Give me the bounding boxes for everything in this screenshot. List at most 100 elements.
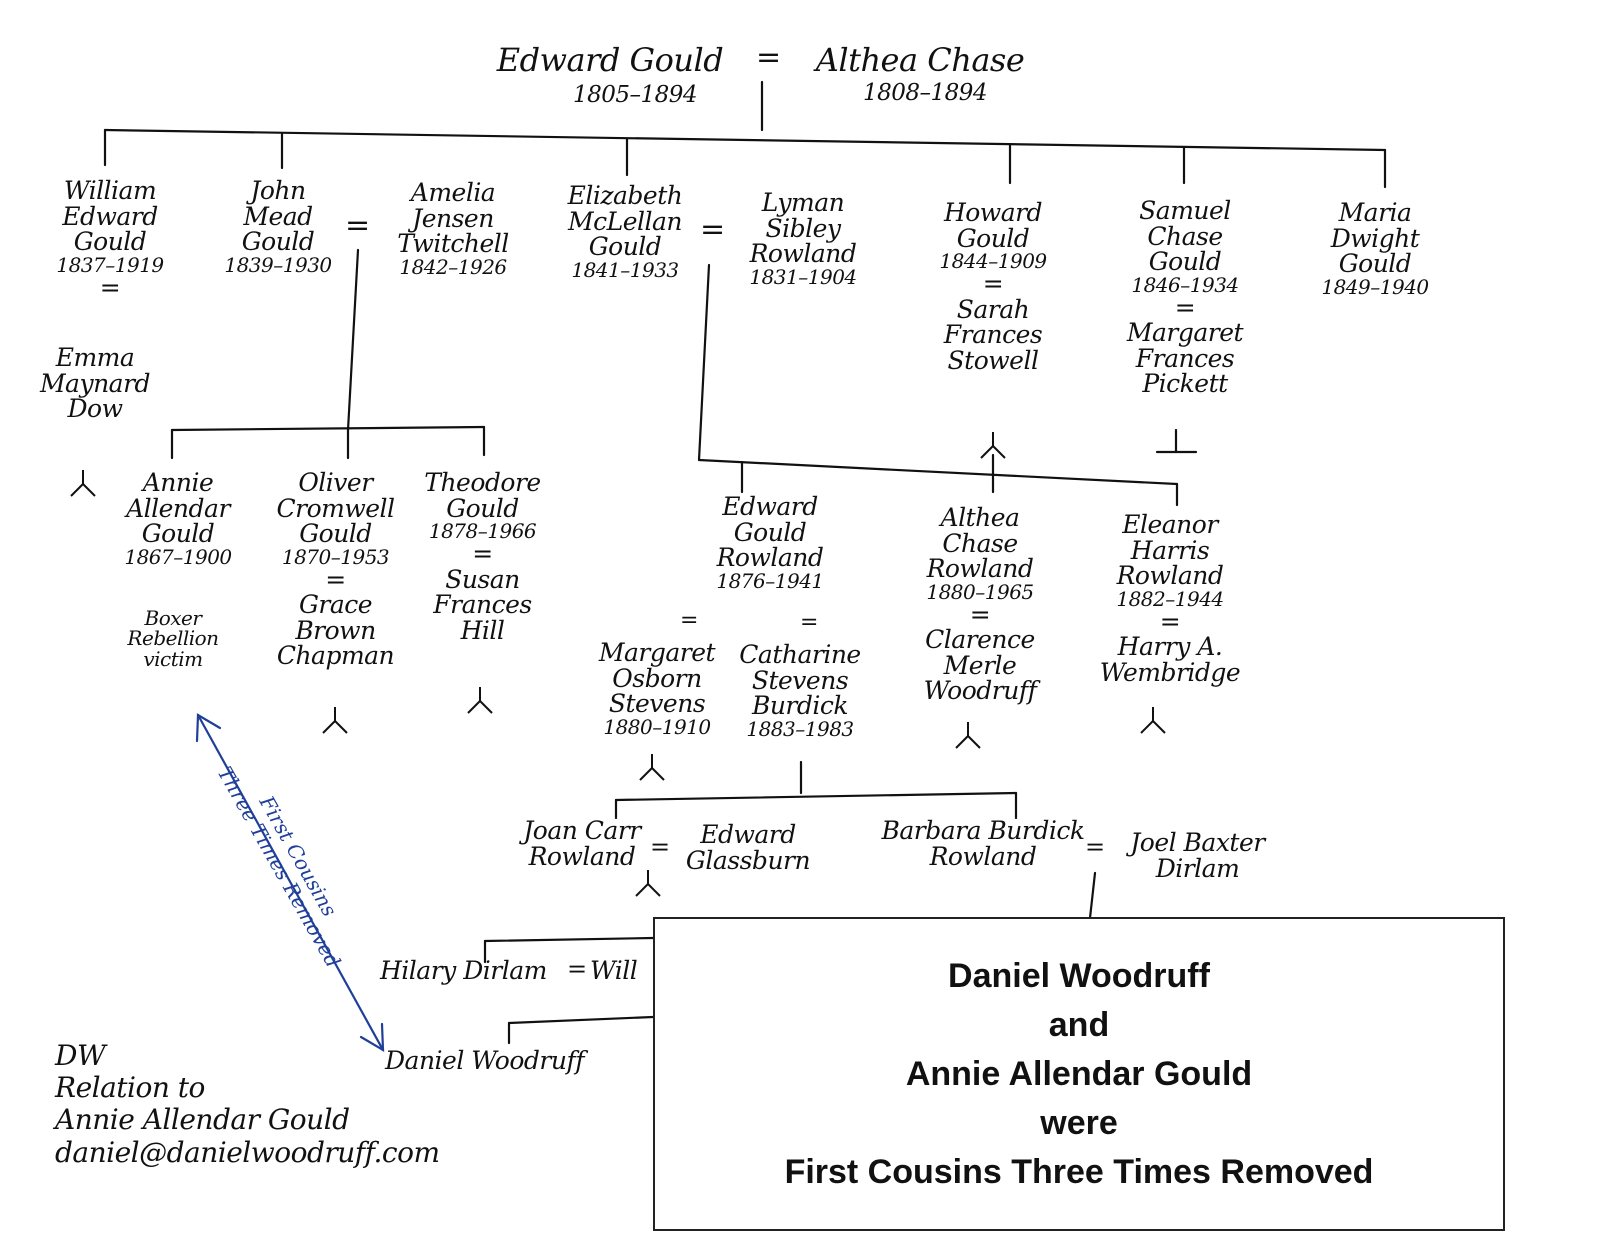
person-eleanor: Eleanor Harris Rowland 1882–1944 = Harry… [1095,512,1245,685]
relation-arrow [195,713,385,1052]
person-name-line: Gould [241,227,315,256]
person-name-line: Stevens [751,665,849,695]
person-dates: 1883–1983 [746,716,854,741]
person-name-line: Gould [956,223,1030,253]
person-hilary-spouse: Will [590,958,638,984]
descendants-fork-icon [467,687,493,714]
person-name-line: Osborn [612,663,702,693]
person-name-line: Twitchell [397,229,509,258]
person-edward-rowland: Edward Gould Rowland 1876–1941 [700,494,840,591]
person-name-line: Rowland [716,543,824,572]
person-annie: Annie Allendar Gould 1867–1900 [108,470,248,567]
marriage-sign: = [982,269,1004,299]
person-name-line: Gould [141,519,215,548]
summary-line: Annie Allendar Gould [905,1054,1253,1093]
elizabeth-children-bar [697,458,1179,486]
person-name-line: Barbara Burdick [881,816,1085,845]
descendants-fork-icon [980,432,1006,459]
person-name-line: Chapman [276,641,395,671]
daniel-bar [507,1015,655,1025]
person-catharine: Catharine Stevens Burdick 1883–1983 [735,642,865,739]
person-name-line: Dwight [1330,223,1420,253]
person-joan: Joan Carr Rowland [512,818,652,869]
person-name-line: Frances [1135,343,1235,373]
person-name-line: John [250,176,306,205]
person-lyman: Lyman Sibley Rowland 1831–1904 [728,190,878,287]
person-name-line: Frances [433,590,532,620]
person-dates: 1842–1926 [399,254,507,279]
person-name-line: Edward [62,201,158,231]
john-children-bar [170,425,486,432]
note-line: Boxer [144,606,202,630]
person-barbara: Barbara Burdick Rowland [878,818,1088,869]
person-name-line: Stowell [947,345,1039,375]
marriage-sign-hilary: = [567,955,588,983]
person-name-line: William [63,176,157,205]
person-name-line: Gould [446,493,519,523]
spouse-emma: Emma Maynard Dow [35,345,155,422]
marriage-sign: = [325,564,346,594]
person-name-line: Emma [55,343,135,372]
person-amelia: Amelia Jensen Twitchell 1842–1926 [378,180,528,277]
person-name-line: Clarence [925,625,1035,655]
person-althea-rowland: Althea Chase Rowland 1880–1965 = Clarenc… [905,505,1055,704]
person-joel: Joel Baxter Dirlam [1115,830,1280,881]
person-dates: 1867–1900 [124,544,232,569]
john-amelia-descent [346,248,360,432]
person-name-line: Sarah [956,294,1030,324]
person-name-line: Stevens [608,689,706,718]
person-name-line: Catharine [739,640,861,669]
root-wife-dates: 1808–1894 [862,80,988,106]
person-name-line: Edward [722,492,818,521]
marriage-sign: = [969,599,991,629]
person-name-line: Glassburn [685,845,811,875]
person-dates: 1839–1930 [224,252,332,277]
person-name-line: Woodruff [923,676,1037,706]
person-name-line: Gould [588,232,662,261]
note-line: Rebellion [127,626,219,651]
marriage-sign: = [1159,606,1181,636]
person-name-line: Oliver [298,468,373,497]
generation1-bar [103,128,1387,152]
person-name-line: Gould [733,517,807,547]
summary-line: First Cousins Three Times Removed [784,1152,1374,1191]
person-hilary: Hilary Dirlam [380,956,547,985]
person-name-line: Althea [940,503,1020,532]
person-name-line: Rowland [926,554,1034,583]
person-name-line: Gould [73,227,147,256]
hilary-bar [483,936,655,943]
person-samuel: Samuel Chase Gould 1846–1934 = Margaret … [1115,198,1255,397]
person-name-line: Chase [942,528,1018,558]
footer-note-line: DW [55,1039,106,1072]
footer-note-line: Annie Allendar Gould [55,1103,350,1137]
person-name-line: Cromwell [276,493,395,523]
descendants-fork-icon [70,470,96,497]
root-wife-name: Althea Chase [815,41,1025,79]
person-name-line: Margaret [598,638,716,667]
person-name-line: Merle [943,650,1017,680]
person-name-line: Maynard [39,368,151,398]
person-elizabeth: Elizabeth McLellan Gould 1841–1933 [555,183,695,280]
person-name-line: Gould [1148,247,1222,276]
person-name-line: Gould [1338,249,1412,278]
person-name-line: Brown [295,615,376,645]
person-oliver: Oliver Cromwell Gould 1870–1953 = Grace … [268,470,403,669]
root-marriage-sign: = [756,40,782,75]
annie-note: Boxer Rebellion victim [108,606,238,671]
person-daniel: Daniel Woodruff [385,1046,584,1075]
person-dates: 1831–1904 [749,264,857,289]
marriage-sign-john-amelia: = [345,208,371,243]
edward-children-bar [614,791,1018,802]
person-name-line: Samuel [1139,196,1231,225]
person-dates: 1880–1965 [926,579,1034,604]
person-william: William Edward Gould 1837–1919 = [40,178,180,300]
person-name-line: McLellan [568,206,683,236]
person-name-line: Allendar [126,493,230,523]
note-line: victim [143,646,203,671]
person-name-line: Dirlam [1155,853,1240,883]
person-name-line: Dow [67,394,124,423]
marriage-sign: = [1174,292,1196,322]
person-name-line: Howard [943,198,1043,227]
person-edward-glassburn: Edward Glassburn [678,822,818,873]
person-name-line: Hill [460,615,505,645]
